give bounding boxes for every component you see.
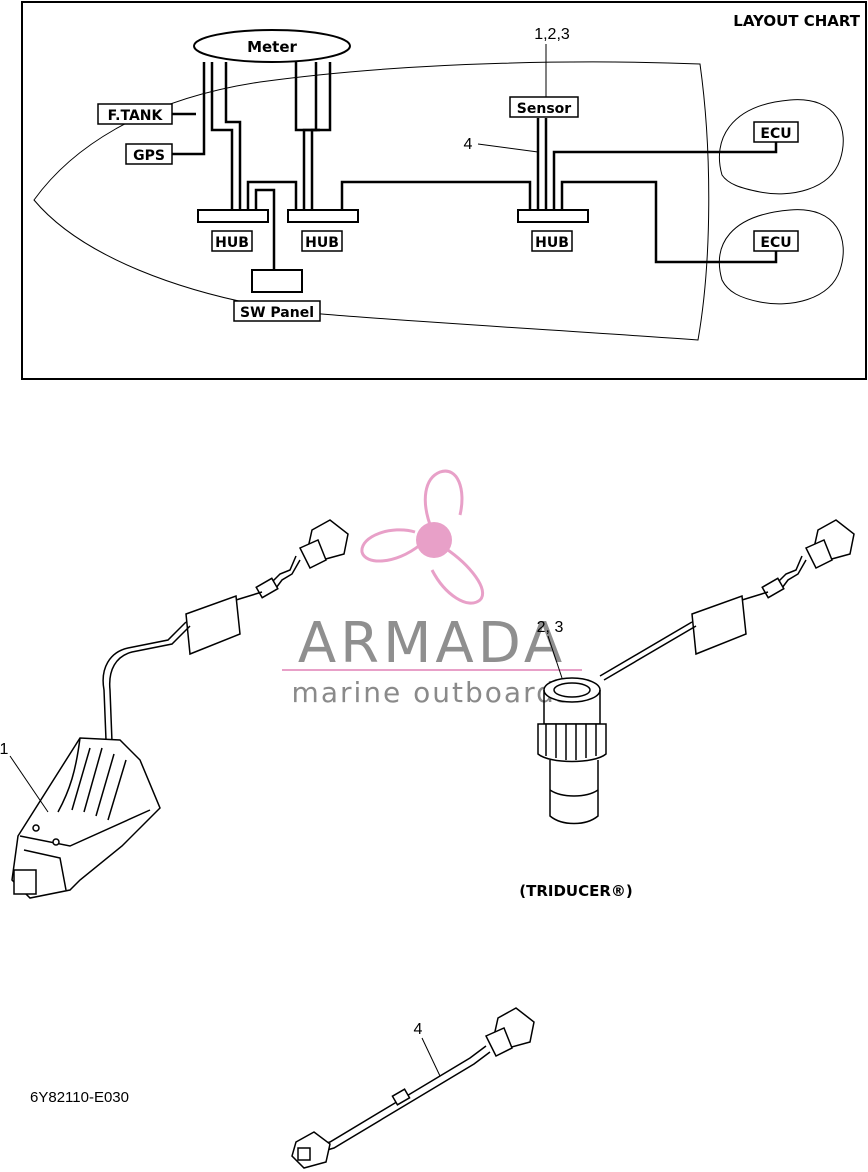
- ftank-label: F.TANK: [108, 108, 164, 124]
- sensor-label-box: [509, 96, 579, 118]
- hub-label-box-middle: [301, 230, 343, 252]
- sw-panel-box: [251, 269, 303, 293]
- ecu-label-bottom: ECU: [760, 235, 791, 251]
- motor-outline-top: [718, 99, 844, 195]
- hub-label-right: HUB: [535, 235, 569, 251]
- gps-label-box: [125, 143, 173, 165]
- extension-cable-part-4: [291, 1007, 535, 1169]
- hub-label-middle: HUB: [305, 235, 339, 251]
- part-23-callout-leader: [547, 635, 563, 679]
- transducer-part-1: [11, 519, 349, 899]
- sw-panel-label-box: [233, 300, 321, 322]
- ftank-label-box: [97, 103, 173, 125]
- part-23-callout: 2, 3: [537, 619, 564, 636]
- hub-bar-middle: [287, 209, 359, 223]
- propeller-hub: [416, 522, 452, 558]
- ecu-label-box-top: [753, 121, 799, 143]
- armada-watermark: ARMADA marine outboards: [282, 469, 582, 709]
- part-1-callout-leader: [9, 755, 49, 813]
- gps-label: GPS: [133, 148, 165, 164]
- motor-outline-bottom: [718, 209, 844, 305]
- cable-callout-leader: [477, 143, 539, 153]
- hub-bar-left: [197, 209, 269, 223]
- layout-chart-frame: [21, 1, 867, 380]
- layout-chart: LAYOUT CHART Meter: [21, 1, 867, 380]
- hub-bar-right: [517, 209, 589, 223]
- hub-label-box-left: [211, 230, 253, 252]
- part-1-callout: 1: [0, 741, 9, 758]
- watermark-brand: ARMADA: [298, 611, 566, 676]
- part-4-callout: 4: [414, 1021, 423, 1038]
- layout-chart-title: LAYOUT CHART: [733, 12, 860, 30]
- sensor-label: Sensor: [517, 101, 571, 117]
- ecu-label-top: ECU: [760, 126, 791, 142]
- watermark-tagline: marine outboards: [292, 676, 573, 709]
- meter-label: Meter: [247, 38, 297, 56]
- part-4-callout-leader: [421, 1037, 441, 1077]
- sw-panel-label: SW Panel: [240, 305, 314, 321]
- figure-code: 6Y82110-E030: [30, 1089, 129, 1106]
- propeller-logo: [360, 469, 484, 605]
- sensor-callout: 1,2,3: [534, 26, 570, 43]
- hub-label-box-right: [531, 230, 573, 252]
- ecu-label-box-bottom: [753, 230, 799, 252]
- triducer-caption: (TRIDUCER®): [519, 882, 633, 900]
- meter-ellipse: [193, 29, 351, 63]
- hub-label-left: HUB: [215, 235, 249, 251]
- cable-callout: 4: [464, 136, 473, 153]
- triducer-part-2-3: [537, 519, 855, 825]
- network-cables: [172, 62, 778, 270]
